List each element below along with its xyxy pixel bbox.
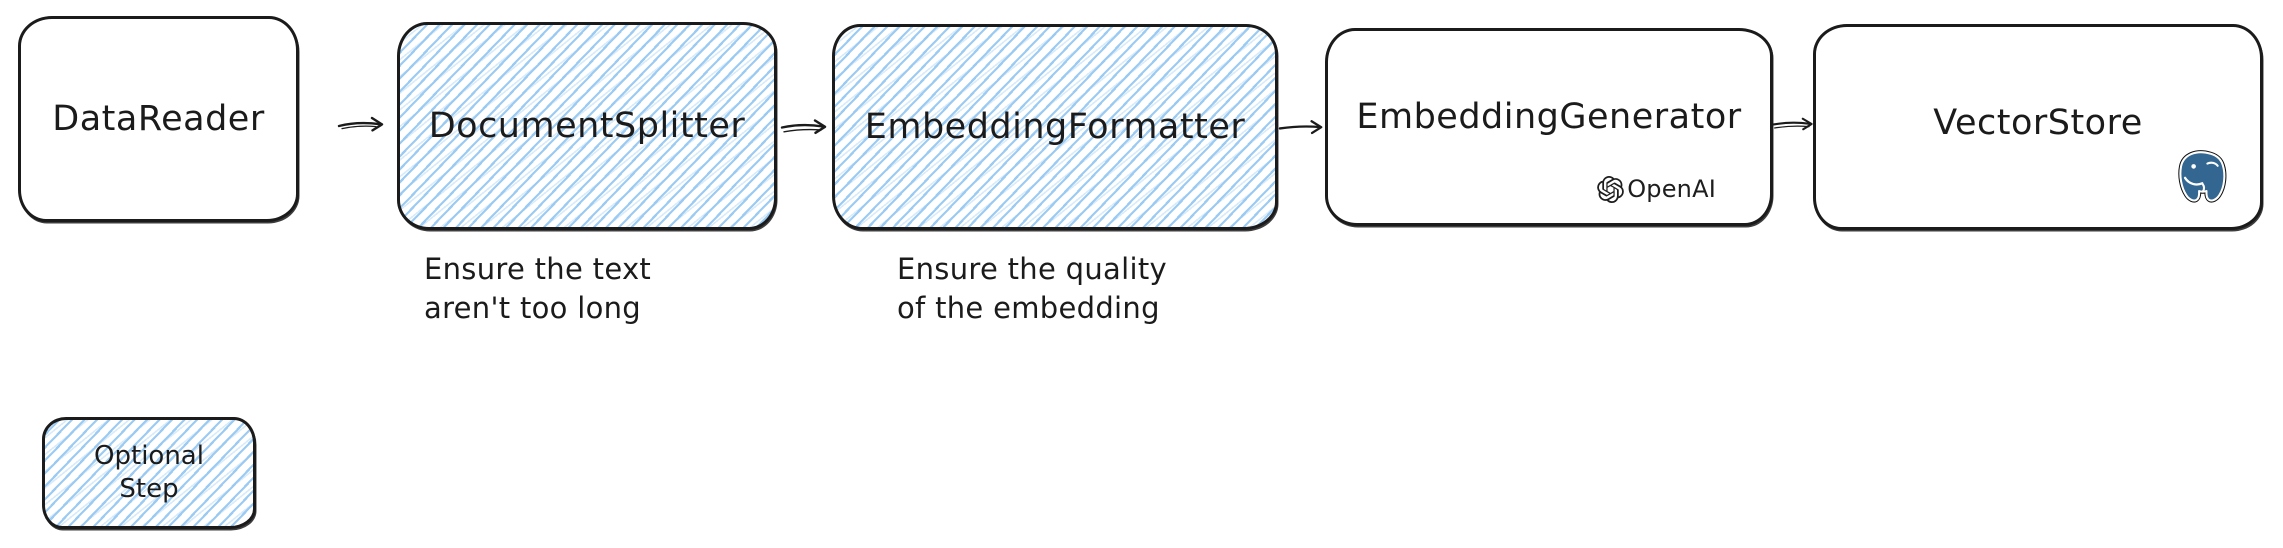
note-line: Ensure the quality xyxy=(897,252,1167,286)
node-label: VectorStore xyxy=(1933,103,2143,143)
arrow-right-icon xyxy=(337,116,384,132)
legend-line: Step xyxy=(119,474,179,504)
openai-icon xyxy=(1597,175,1624,203)
note-line: Ensure the text xyxy=(424,252,652,286)
openai-wordmark: OpenAI xyxy=(1627,175,1716,203)
note-line: aren't too long xyxy=(424,290,642,325)
node-document-splitter: DocumentSplitter xyxy=(397,22,777,230)
arrow-right-icon xyxy=(1278,120,1323,135)
node-vector-store: VectorStore xyxy=(1813,24,2263,230)
node-label: DataReader xyxy=(52,99,265,139)
legend-label: Optional Step xyxy=(94,440,204,506)
flow-arrow xyxy=(779,110,831,148)
flow-arrow xyxy=(1772,107,1816,145)
node-embedding-formatter: EmbeddingFormatter xyxy=(832,24,1278,230)
legend-line: Optional xyxy=(94,440,204,471)
postgresql-badge xyxy=(2173,149,2228,209)
openai-badge: OpenAI xyxy=(1597,175,1716,203)
node-label: DocumentSplitter xyxy=(428,106,746,146)
node-embedding-generator: EmbeddingGenerator OpenAI xyxy=(1325,28,1773,226)
node-label: EmbeddingGenerator xyxy=(1356,97,1742,137)
note-embedding-formatter: Ensure the quality of the embedding xyxy=(897,250,1167,327)
legend-optional-step: Optional Step xyxy=(42,417,256,529)
flow-arrow xyxy=(333,107,391,145)
note-line: of the embedding xyxy=(897,290,1160,325)
note-document-splitter: Ensure the text aren't too long xyxy=(424,250,651,327)
node-data-reader: DataReader xyxy=(18,16,299,222)
node-label: EmbeddingFormatter xyxy=(864,107,1246,147)
flow-arrow xyxy=(1278,110,1326,148)
arrow-right-icon xyxy=(1772,117,1813,131)
arrow-right-icon xyxy=(780,119,827,134)
postgresql-icon xyxy=(2178,150,2227,203)
